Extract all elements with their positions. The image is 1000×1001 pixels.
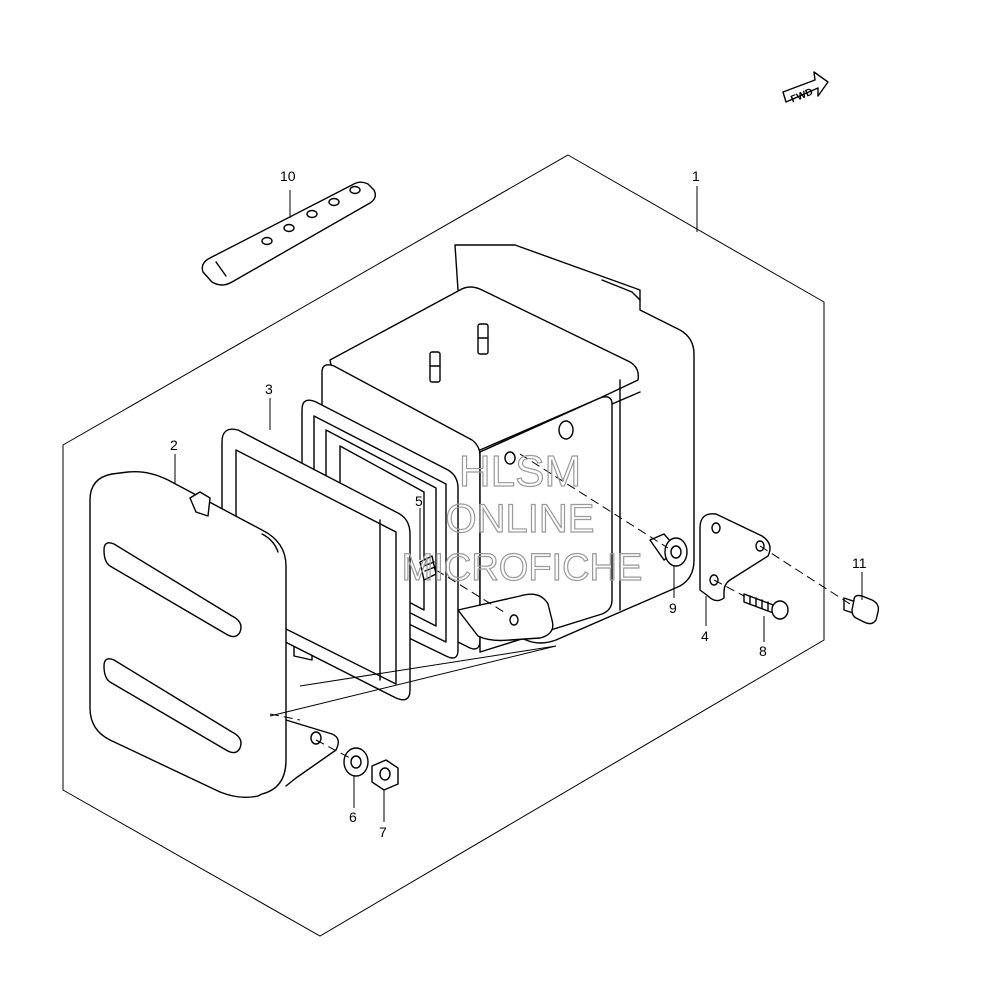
part-7-nut[interactable] — [371, 759, 399, 791]
watermark-line-2: ONLINE — [446, 497, 595, 541]
axis-plate-bolt11 — [759, 545, 851, 605]
callout-5: 5 — [415, 493, 423, 509]
callout-4: 4 — [701, 628, 709, 644]
part-11-bolt[interactable] — [843, 594, 880, 625]
axis-housing-to-grommet — [519, 453, 669, 549]
part-5-screw[interactable] — [419, 555, 437, 581]
part-1-housing[interactable] — [291, 244, 695, 661]
part-2-lens[interactable] — [89, 470, 339, 799]
callout-9: 9 — [669, 600, 677, 616]
part-8-bolt[interactable] — [743, 593, 789, 620]
callout-8: 8 — [759, 643, 767, 659]
axis-lens-washer — [315, 739, 351, 759]
callout-10: 10 — [280, 168, 296, 184]
axis-lens-to-housing — [269, 645, 557, 717]
part-4-plate[interactable] — [699, 513, 771, 602]
callout-7: 7 — [379, 824, 387, 840]
callout-2: 2 — [170, 437, 178, 453]
part-6-washer[interactable] — [343, 747, 369, 777]
assembly-boundary — [62, 154, 825, 937]
axis-lens-slot — [269, 713, 301, 721]
fwd-arrow-icon: FWD — [782, 71, 829, 105]
watermark-line-3: MICROFICHE — [402, 547, 643, 589]
callout-3: 3 — [265, 381, 273, 397]
callout-1: 1 — [692, 168, 700, 184]
axis-lens-to-housing-2 — [299, 645, 557, 687]
callout-6: 6 — [349, 809, 357, 825]
axis-plate-bolt8 — [713, 579, 745, 597]
part-10-bracket[interactable] — [201, 181, 377, 286]
watermark-line-1: HLSM — [459, 447, 581, 496]
watermark: HLSM ONLINE MICROFICHE — [401, 446, 643, 589]
callout-11: 11 — [852, 555, 867, 571]
